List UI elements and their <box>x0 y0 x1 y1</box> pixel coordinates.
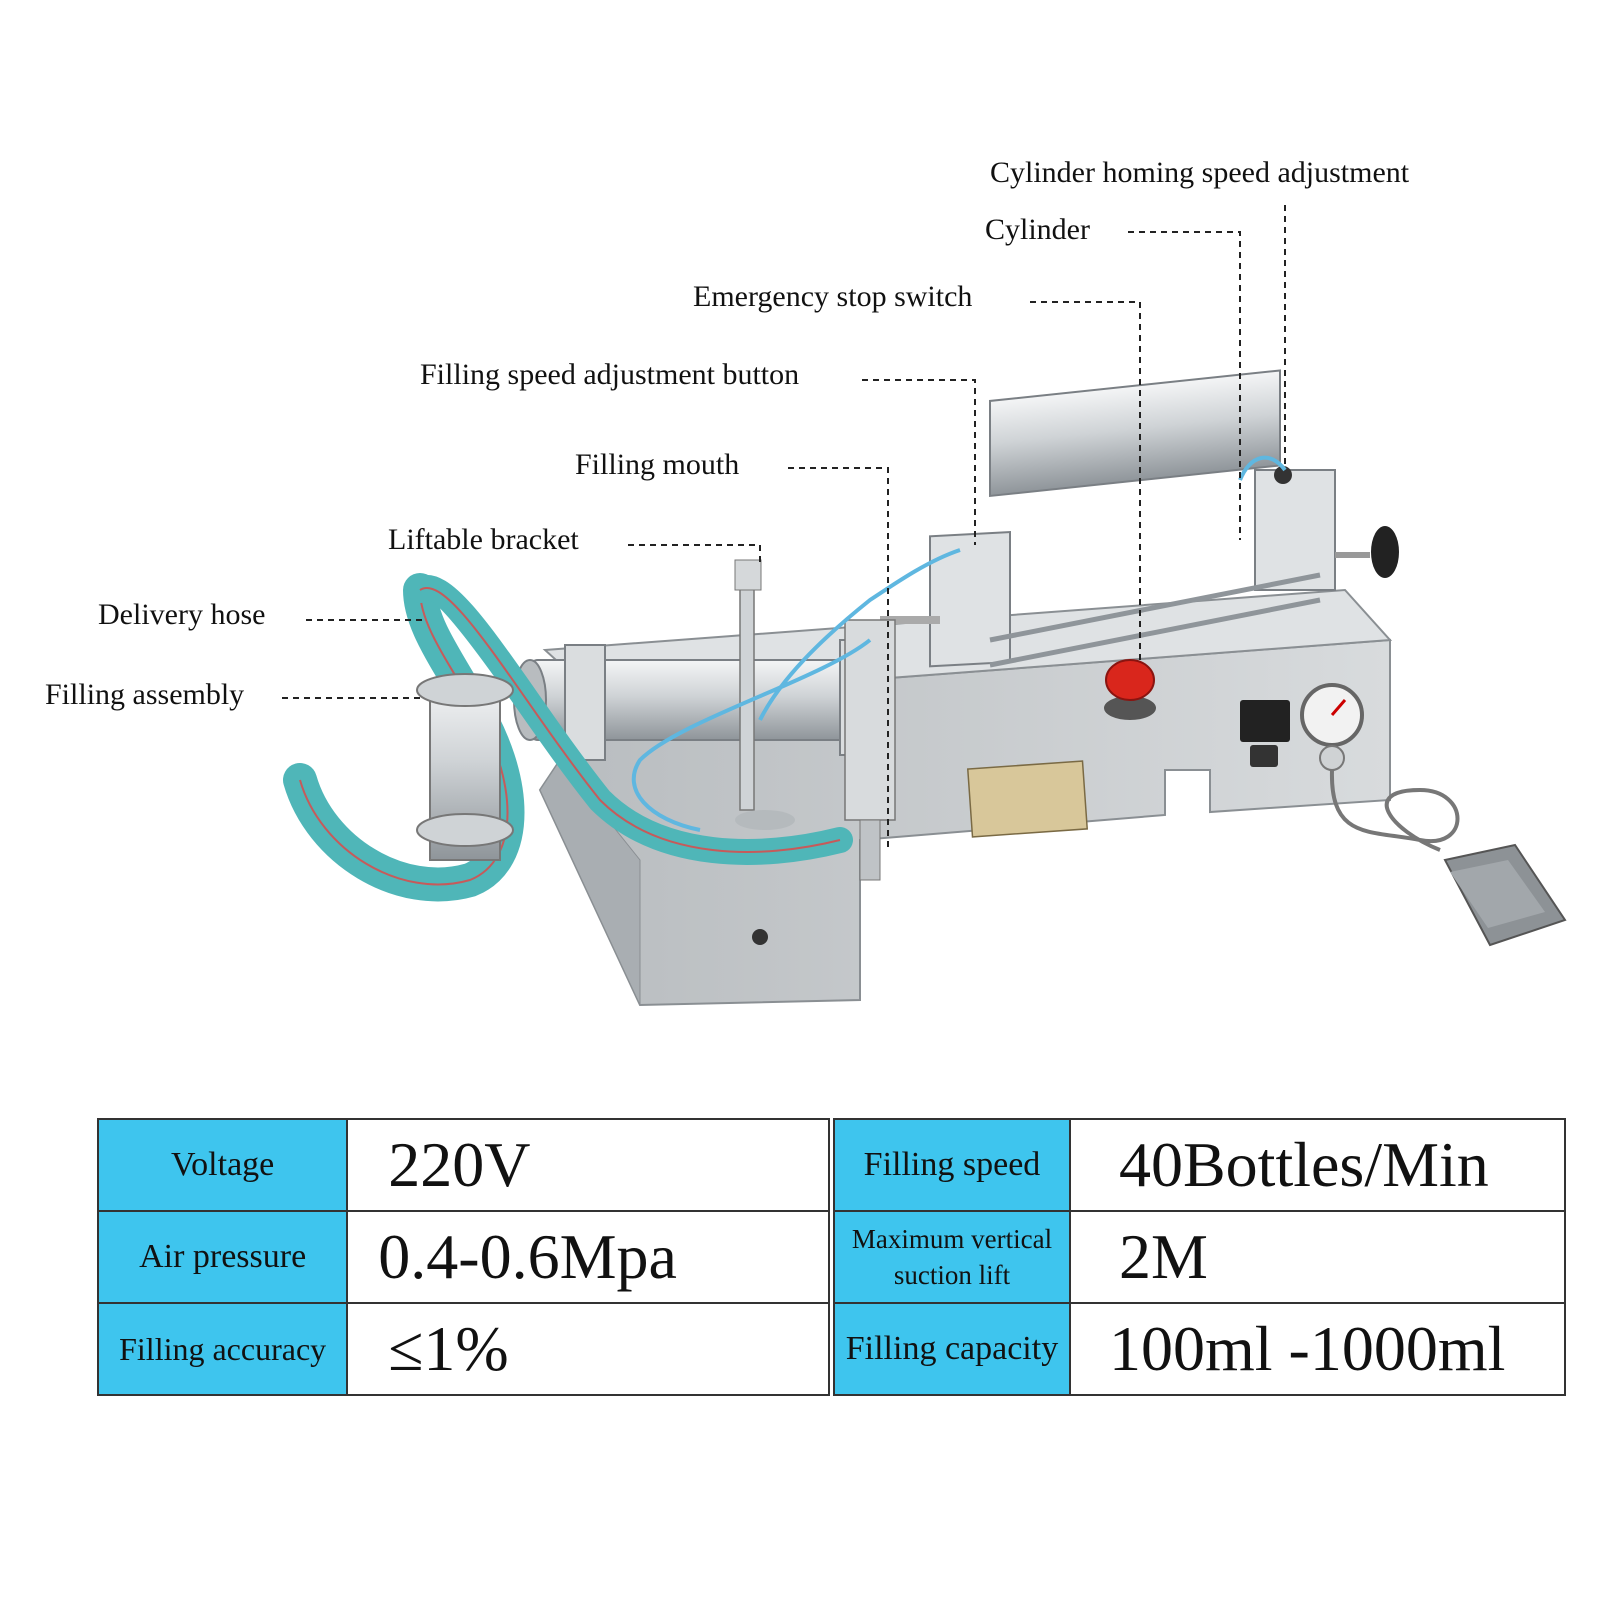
air-lines <box>631 455 1287 832</box>
label-filling-assembly: Filling assembly <box>45 678 245 711</box>
spec-row-capacity: Filling capacity 100ml -1000ml <box>833 1302 1567 1396</box>
spec-value-capacity: 100ml -1000ml <box>1068 1302 1567 1396</box>
label-emergency-stop: Emergency stop switch <box>693 280 973 313</box>
spec-table-right: Filling speed 40Bottles/Min Maximum vert… <box>833 1118 1567 1396</box>
foot-pedal <box>1329 769 1567 947</box>
spec-table-left: Voltage 220V Air pressure 0.4-0.6Mpa Fil… <box>96 1118 830 1396</box>
spec-label-voltage: Voltage <box>96 1118 349 1212</box>
emergency-stop-button <box>1104 659 1156 720</box>
label-cylinder: Cylinder <box>985 213 1090 246</box>
label-liftable-bracket: Liftable bracket <box>388 523 579 556</box>
leader-filling-mouth <box>788 467 889 850</box>
spec-row-speed: Filling speed 40Bottles/Min <box>833 1118 1567 1212</box>
spec-row-lift: Maximum vertical suction lift 2M <box>833 1210 1567 1304</box>
leader-filling-speed-button <box>862 379 976 545</box>
pneumatic-cylinder <box>880 369 1399 668</box>
spec-value-accuracy: ≤1% <box>346 1302 830 1396</box>
spec-value-speed: 40Bottles/Min <box>1068 1118 1567 1212</box>
spec-label-lift: Maximum vertical suction lift <box>833 1210 1071 1304</box>
leader-emergency-stop <box>1030 301 1141 660</box>
label-filling-mouth: Filling mouth <box>575 448 740 481</box>
label-delivery-hose: Delivery hose <box>98 598 266 631</box>
label-cylinder-homing: Cylinder homing speed adjustment <box>990 156 1410 189</box>
spec-label-lift-line2: suction lift <box>893 1260 1011 1290</box>
spec-row-accuracy: Filling accuracy ≤1% <box>96 1302 830 1396</box>
spec-label-capacity: Filling capacity <box>833 1302 1071 1396</box>
control-switch <box>1240 700 1290 767</box>
pressure-gauge <box>1300 683 1364 771</box>
spec-label-air-pressure: Air pressure <box>96 1210 349 1304</box>
spec-value-lift: 2M <box>1068 1210 1567 1304</box>
filling-assembly-part <box>416 673 514 861</box>
spec-label-lift-line1: Maximum vertical <box>851 1223 1053 1254</box>
label-filling-speed-button: Filling speed adjustment button <box>420 358 800 391</box>
nameplate <box>966 760 1089 838</box>
spec-row-air-pressure: Air pressure 0.4-0.6Mpa <box>96 1210 830 1304</box>
spec-value-voltage: 220V <box>346 1118 830 1212</box>
spec-row-voltage: Voltage 220V <box>96 1118 830 1212</box>
spec-label-accuracy: Filling accuracy <box>96 1302 349 1396</box>
spec-value-air-pressure: 0.4-0.6Mpa <box>346 1210 830 1304</box>
leader-liftable-bracket <box>628 544 761 565</box>
leader-cylinder <box>1128 231 1241 540</box>
spec-label-speed: Filling speed <box>833 1118 1071 1212</box>
